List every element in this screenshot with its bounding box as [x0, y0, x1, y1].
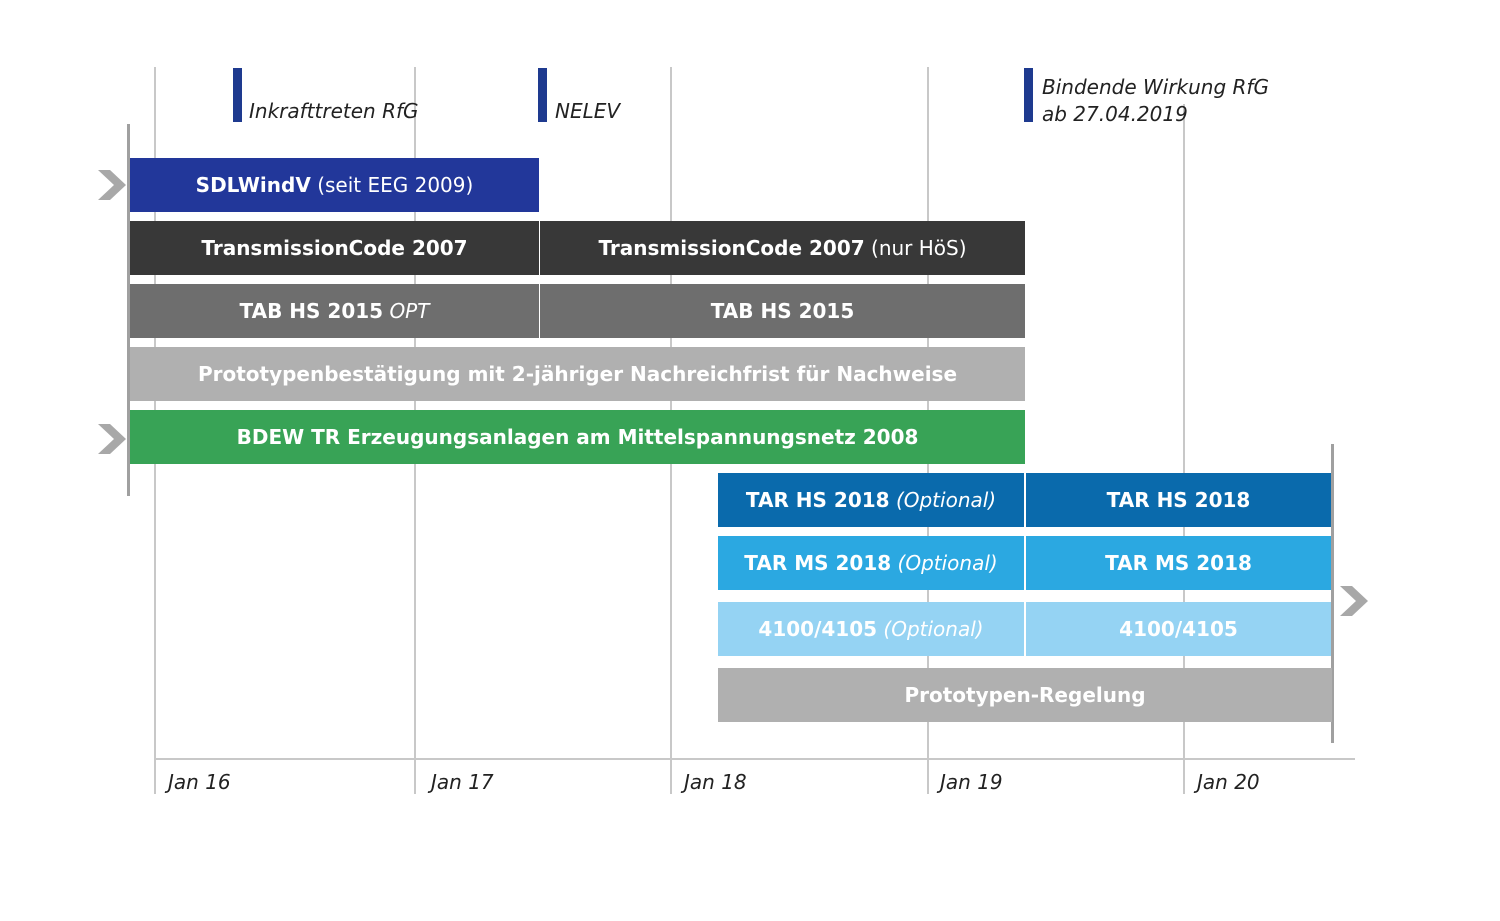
bar-tar-ms-left-italic: (Optional)	[897, 551, 998, 575]
milestone-label-binding: Bindende Wirkung RfG ab 27.04.2019	[1042, 74, 1269, 128]
milestone-marker-binding	[1024, 68, 1033, 122]
milestone-label-rfg: Inkrafttreten RfG	[249, 99, 419, 123]
bar-tab-hs-right-bold: TAB HS 2015	[710, 299, 855, 323]
bar-tab-hs-left: TAB HS 2015 OPT	[130, 284, 539, 338]
bar-tar-hs-right-bold: TAR HS 2018	[1106, 488, 1251, 512]
bar-bdew: BDEW TR Erzeugungsanlagen am Mittelspann…	[130, 410, 1025, 464]
bar-tar-hs-left-italic: (Optional)	[895, 488, 997, 512]
gridline-jan20	[1183, 104, 1185, 794]
bar-transmissioncode-right: TransmissionCode 2007 (nur HöS)	[540, 221, 1025, 275]
bar-transmissioncode-left-bold: TransmissionCode 2007	[201, 236, 468, 260]
bar-prototypenbestaetigung: Prototypenbestätigung mit 2-jähriger Nac…	[130, 347, 1025, 401]
bar-tar-ms-right: TAR MS 2018	[1026, 536, 1331, 590]
bar-transmissioncode-right-normal: (nur HöS)	[871, 236, 967, 260]
milestone-marker-nelev	[538, 68, 547, 122]
bar-bdew-bold: BDEW TR Erzeugungsanlagen am Mittelspann…	[236, 425, 919, 449]
time-axis	[154, 758, 1355, 760]
bar-tar-ms-left-bold: TAR MS 2018	[744, 551, 892, 575]
bar-tab-hs-right: TAB HS 2015	[540, 284, 1025, 338]
bar-tar-ms-left: TAR MS 2018 (Optional)	[718, 536, 1024, 590]
bar-prototypen-regelung: Prototypen-Regelung	[718, 668, 1332, 722]
bar-sdlwindv-bold: SDLWindV	[195, 173, 311, 197]
bar-tar-hs-right: TAR HS 2018	[1026, 473, 1331, 527]
milestone-label-nelev: NELEV	[555, 99, 621, 123]
start-bracket-line	[127, 124, 130, 496]
milestone-marker-rfg	[233, 68, 242, 122]
bar-sdlwindv: SDLWindV (seit EEG 2009)	[130, 158, 539, 212]
chevron-right-icon	[1340, 586, 1368, 616]
end-bracket-line	[1331, 444, 1334, 743]
bar-sdlwindv-normal: (seit EEG 2009)	[317, 173, 474, 197]
milestone-label-binding-line1: Bindende Wirkung RfG	[1042, 75, 1269, 99]
bar-tar-ms-right-bold: TAR MS 2018	[1105, 551, 1252, 575]
bar-tar-hs-left: TAR HS 2018 (Optional)	[718, 473, 1024, 527]
bar-4100-left-italic: (Optional)	[883, 617, 984, 641]
bar-4100-right-bold: 4100/4105	[1119, 617, 1238, 641]
bar-prototypenbestaetigung-bold: Prototypenbestätigung mit 2-jähriger Nac…	[197, 362, 958, 386]
tick-label: Jan 19	[940, 770, 1003, 794]
bar-tab-hs-left-italic: OPT	[389, 299, 430, 323]
tick-label: Jan 16	[168, 770, 231, 794]
tick-label: Jan 17	[431, 770, 494, 794]
bar-4100-right: 4100/4105	[1026, 602, 1331, 656]
bar-tar-hs-left-bold: TAR HS 2018	[745, 488, 890, 512]
milestone-label-binding-line2: ab 27.04.2019	[1042, 102, 1188, 126]
bar-transmissioncode-right-bold: TransmissionCode 2007	[598, 236, 865, 260]
chevron-right-icon	[98, 170, 126, 200]
bar-prototypen-regelung-bold: Prototypen-Regelung	[904, 683, 1146, 707]
tick-label: Jan 20	[1197, 770, 1260, 794]
tick-label: Jan 18	[684, 770, 747, 794]
bar-tab-hs-left-bold: TAB HS 2015	[239, 299, 384, 323]
bar-4100-left: 4100/4105 (Optional)	[718, 602, 1024, 656]
bar-transmissioncode-left: TransmissionCode 2007	[130, 221, 539, 275]
bar-4100-left-bold: 4100/4105	[758, 617, 878, 641]
chevron-right-icon	[98, 424, 126, 454]
